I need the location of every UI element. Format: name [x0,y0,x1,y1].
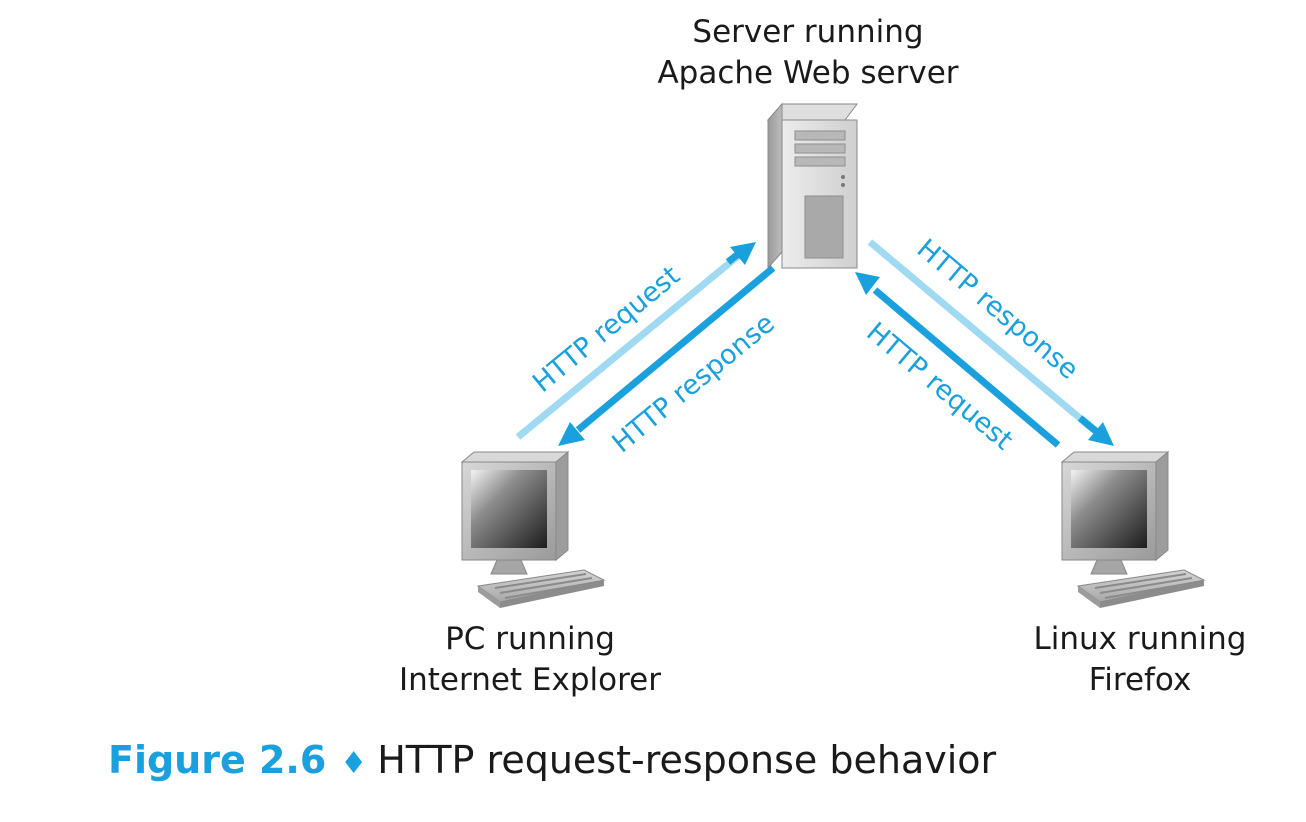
linux-label-line1: Linux running [1033,621,1247,657]
pc-label-line1: PC running [445,621,615,657]
linux-label: Linux running Firefox [1010,619,1270,701]
diamond-separator-icon: ♦ [340,746,368,781]
right-response-arrow [867,239,1114,446]
right-request-label: HTTP request [860,317,1018,457]
figure-caption: Figure 2.6 ♦ HTTP request-response behavio… [108,735,996,789]
right-request-arrow [855,272,1061,448]
server-label-line1: Server running [692,14,924,50]
left-response-arrow [558,265,776,446]
figure-number: Figure 2.6 [108,738,327,782]
server-label-line2: Apache Web server [657,55,959,91]
pc-label-line2: Internet Explorer [398,662,662,698]
left-request-label: HTTP request [527,260,686,399]
linux-label-line2: Firefox [1088,662,1192,698]
pc-computer-icon [460,450,606,608]
linux-computer-icon [1060,450,1206,608]
pc-label: PC running Internet Explorer [380,619,680,701]
server-icon [766,102,858,270]
left-request-arrow [515,242,756,440]
figure-title: HTTP request-response behavior [377,738,997,782]
server-label: Server running Apache Web server [608,12,1008,94]
